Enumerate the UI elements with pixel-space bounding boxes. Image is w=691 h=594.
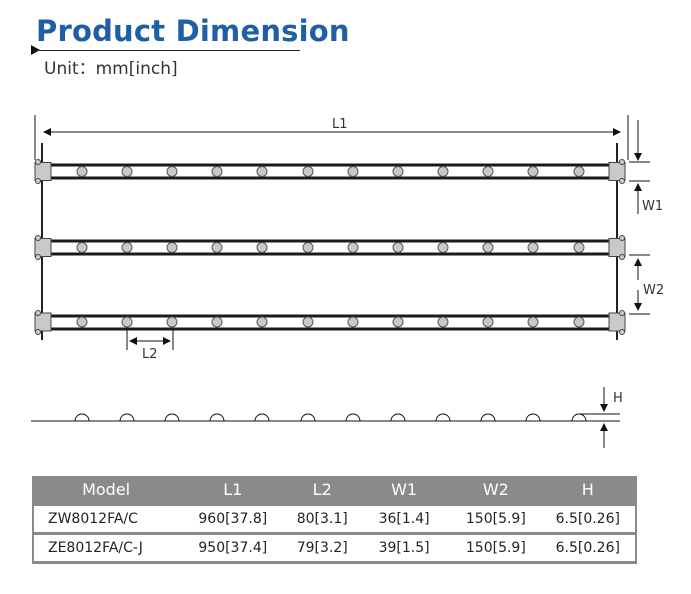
led-strip-2 (34, 235, 626, 260)
cell-w1: 36[1.4] (357, 503, 452, 534)
title-arrow-icon (31, 45, 40, 55)
title-underline (36, 50, 300, 51)
h-dimension: H (600, 387, 623, 448)
table-header-row: Model L1 L2 W1 W2 H (33, 476, 636, 505)
led-strip-1 (34, 159, 626, 184)
w1-label: W1 (642, 199, 663, 214)
w1-dimension: W1 (629, 120, 663, 214)
side-profile (31, 413, 620, 422)
h-label: H (613, 391, 623, 406)
dimension-diagram: L1 (31, 115, 664, 448)
cell-w1: 39[1.5] (357, 532, 452, 564)
cell-l2: 80[3.1] (287, 503, 358, 534)
cell-l1: 960[37.8] (178, 503, 288, 534)
l1-label: L1 (332, 117, 348, 132)
col-header-h: H (540, 476, 636, 505)
cell-w2: 150[5.9] (451, 532, 541, 564)
table-row: ZE8012FA/C-J 950[37.4] 79[3.2] 39[1.5] 1… (33, 532, 636, 564)
col-header-w2: W2 (451, 476, 541, 505)
l2-dimension: L2 (126, 330, 174, 362)
page-title: Product Dimension (36, 14, 350, 48)
dimension-table: Model L1 L2 W1 W2 H ZW8012FA/C 960[37.8]… (32, 476, 637, 564)
cell-model: ZE8012FA/C-J (33, 532, 179, 564)
unit-label: Unit：mm[inch] (44, 59, 178, 79)
cell-model: ZW8012FA/C (33, 503, 179, 534)
cell-w2: 150[5.9] (451, 503, 541, 534)
led-strip-3 (34, 310, 626, 335)
cell-l2: 79[3.2] (287, 532, 358, 564)
cell-l1: 950[37.4] (178, 532, 288, 564)
w2-dimension: W2 (629, 254, 664, 315)
l2-label: L2 (142, 347, 158, 362)
l1-dimension: L1 (34, 115, 629, 160)
table-row: ZW8012FA/C 960[37.8] 80[3.1] 36[1.4] 150… (33, 503, 636, 534)
col-header-l1: L1 (178, 476, 288, 505)
cell-h: 6.5[0.26] (540, 532, 636, 564)
col-header-model: Model (33, 476, 179, 505)
cell-h: 6.5[0.26] (540, 503, 636, 534)
col-header-w1: W1 (357, 476, 452, 505)
w2-label: W2 (643, 283, 664, 298)
col-header-l2: L2 (287, 476, 358, 505)
